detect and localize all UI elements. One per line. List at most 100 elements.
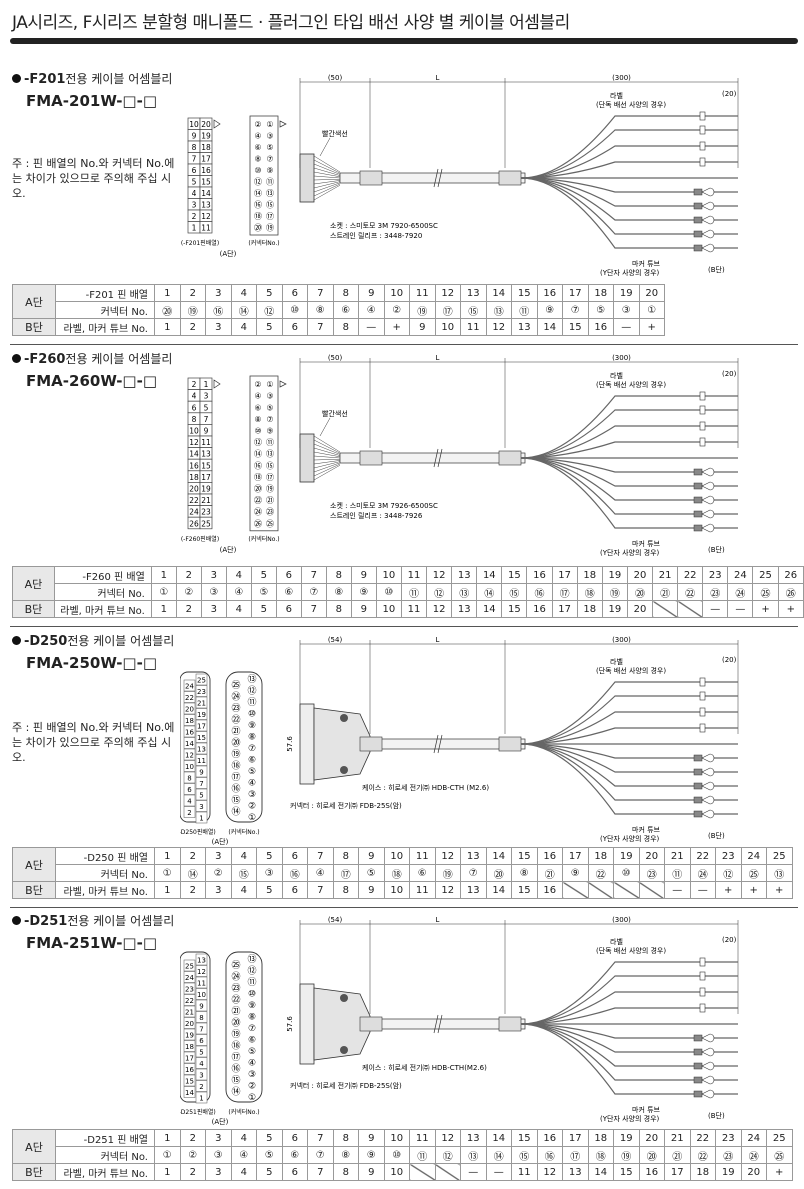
table-cell: 25 <box>766 1129 793 1147</box>
table-cell: ① <box>150 583 177 601</box>
marker-callout: 마커 튜브 <box>632 1105 661 1114</box>
label-tube <box>699 723 706 733</box>
table-cell: + <box>766 881 793 899</box>
marker-callout-sub: (Y단자 사양의 경우) <box>600 834 660 843</box>
pin-layout-caption: (-F260핀배열) <box>181 535 219 543</box>
table-cell: 12 <box>434 881 461 899</box>
dim-connector: (50) <box>328 354 343 362</box>
table-cell: 18 <box>587 847 614 865</box>
table-cell: ③ <box>256 864 283 882</box>
connector-pin: ① <box>248 813 256 823</box>
table-cell: 8 <box>332 284 359 302</box>
table-cell: 12 <box>434 847 461 865</box>
table-cell: 14 <box>587 1163 614 1181</box>
table-cell: 10 <box>375 600 402 618</box>
pin-number: 19 <box>201 485 211 494</box>
socket-body <box>299 153 315 203</box>
socket-body <box>299 433 315 483</box>
table-cell: 4 <box>230 284 257 302</box>
table-cell: 24 <box>740 847 767 865</box>
group-b: B단 <box>12 881 56 899</box>
connector-pin: ⑫ <box>247 966 256 977</box>
group-a: A단 <box>12 1129 56 1164</box>
table-cell: 13 <box>460 1129 487 1147</box>
connector-pin: ③ <box>266 132 273 141</box>
connector-pin: ⑳ <box>231 1018 240 1029</box>
table-cell-empty <box>587 881 614 899</box>
marker-callout: 마커 튜브 <box>632 539 661 548</box>
pin-number: 20 <box>189 485 199 494</box>
pin-number: 7 <box>204 415 209 424</box>
table-cell: ④ <box>230 1146 257 1164</box>
marker-tube <box>693 782 703 790</box>
table-cell: ⑫ <box>426 583 453 601</box>
label-callout: 라벨 <box>610 937 623 946</box>
pin-number: 20 <box>201 120 211 129</box>
table-cell: 2 <box>179 318 206 336</box>
table-cell: ⑰ <box>332 864 359 882</box>
table-cell: + <box>638 318 665 336</box>
pin-number: 16 <box>201 166 211 175</box>
table-cell: ⑳ <box>638 1146 665 1164</box>
table-cell: 25 <box>766 847 793 865</box>
pin-number: 15 <box>185 1078 194 1086</box>
table-cell: 3 <box>200 566 227 584</box>
pin-number: 13 <box>197 957 206 965</box>
y-terminal-icon <box>701 795 715 805</box>
lead-wire <box>520 177 738 221</box>
section-divider <box>10 907 798 908</box>
connector-pin: ⑨ <box>248 1001 256 1011</box>
table-cell: 15 <box>511 847 538 865</box>
table-cell: 21 <box>664 847 691 865</box>
table-cell: 1 <box>150 600 177 618</box>
table-cell: 13 <box>460 881 487 899</box>
pin-number: 1 <box>199 1095 203 1103</box>
pin-number: 22 <box>185 694 194 702</box>
connector-pin: ⑰ <box>231 1052 240 1063</box>
pin-number: 5 <box>199 792 203 800</box>
connector-pin: ㉑ <box>231 1006 240 1017</box>
table-cell: 5 <box>256 284 283 302</box>
screw-icon <box>340 994 348 1002</box>
table-cell: ① <box>154 864 181 882</box>
page-title: JA시리즈, F시리즈 분할형 매니폴드 · 플러그인 타입 배선 사양 별 케… <box>12 13 570 33</box>
connector-pin: ㉑ <box>231 726 240 737</box>
pin-number: 17 <box>201 155 211 164</box>
connector-pin: ⑫ <box>254 178 262 187</box>
red-wire-label: 빨간색선 <box>322 129 348 138</box>
table-cell: 10 <box>434 318 461 336</box>
pin-number: 9 <box>204 427 209 436</box>
table-cell: 2 <box>179 1129 206 1147</box>
connector-pin: ⑨ <box>266 427 273 436</box>
pin-number: 26 <box>189 519 199 528</box>
table-cell: ㉓ <box>638 864 665 882</box>
table-cell: 11 <box>400 600 428 618</box>
table-cell: ⑰ <box>562 1146 589 1164</box>
label-tube <box>699 437 706 447</box>
table-cell: 5 <box>256 1163 283 1181</box>
connector-pin: ㉓ <box>266 508 274 517</box>
pin-number: 13 <box>201 201 211 210</box>
pin-number: 19 <box>185 1032 194 1040</box>
y-terminal-icon <box>701 467 715 477</box>
pin-number: 11 <box>197 757 206 765</box>
table-cell: 7 <box>307 1129 334 1147</box>
marker-tube <box>693 754 703 762</box>
y-terminal-icon <box>701 523 715 533</box>
connector-pin: ㉕ <box>231 960 240 971</box>
dim-lead: (300) <box>612 636 631 644</box>
table-cell: 3 <box>205 881 232 899</box>
marker-callout: 마커 튜브 <box>632 259 661 268</box>
b-side-label: (B단) <box>708 831 725 840</box>
table-cell: 9 <box>358 284 385 302</box>
table-cell: ⑥ <box>281 1146 308 1164</box>
pin-number: 4 <box>199 1060 204 1068</box>
table-cell: ㉕ <box>740 864 767 882</box>
table-cell: 11 <box>409 881 436 899</box>
table-cell: ③ <box>205 1146 232 1164</box>
table-cell: 26 <box>777 566 804 584</box>
group-b: B단 <box>12 318 56 336</box>
